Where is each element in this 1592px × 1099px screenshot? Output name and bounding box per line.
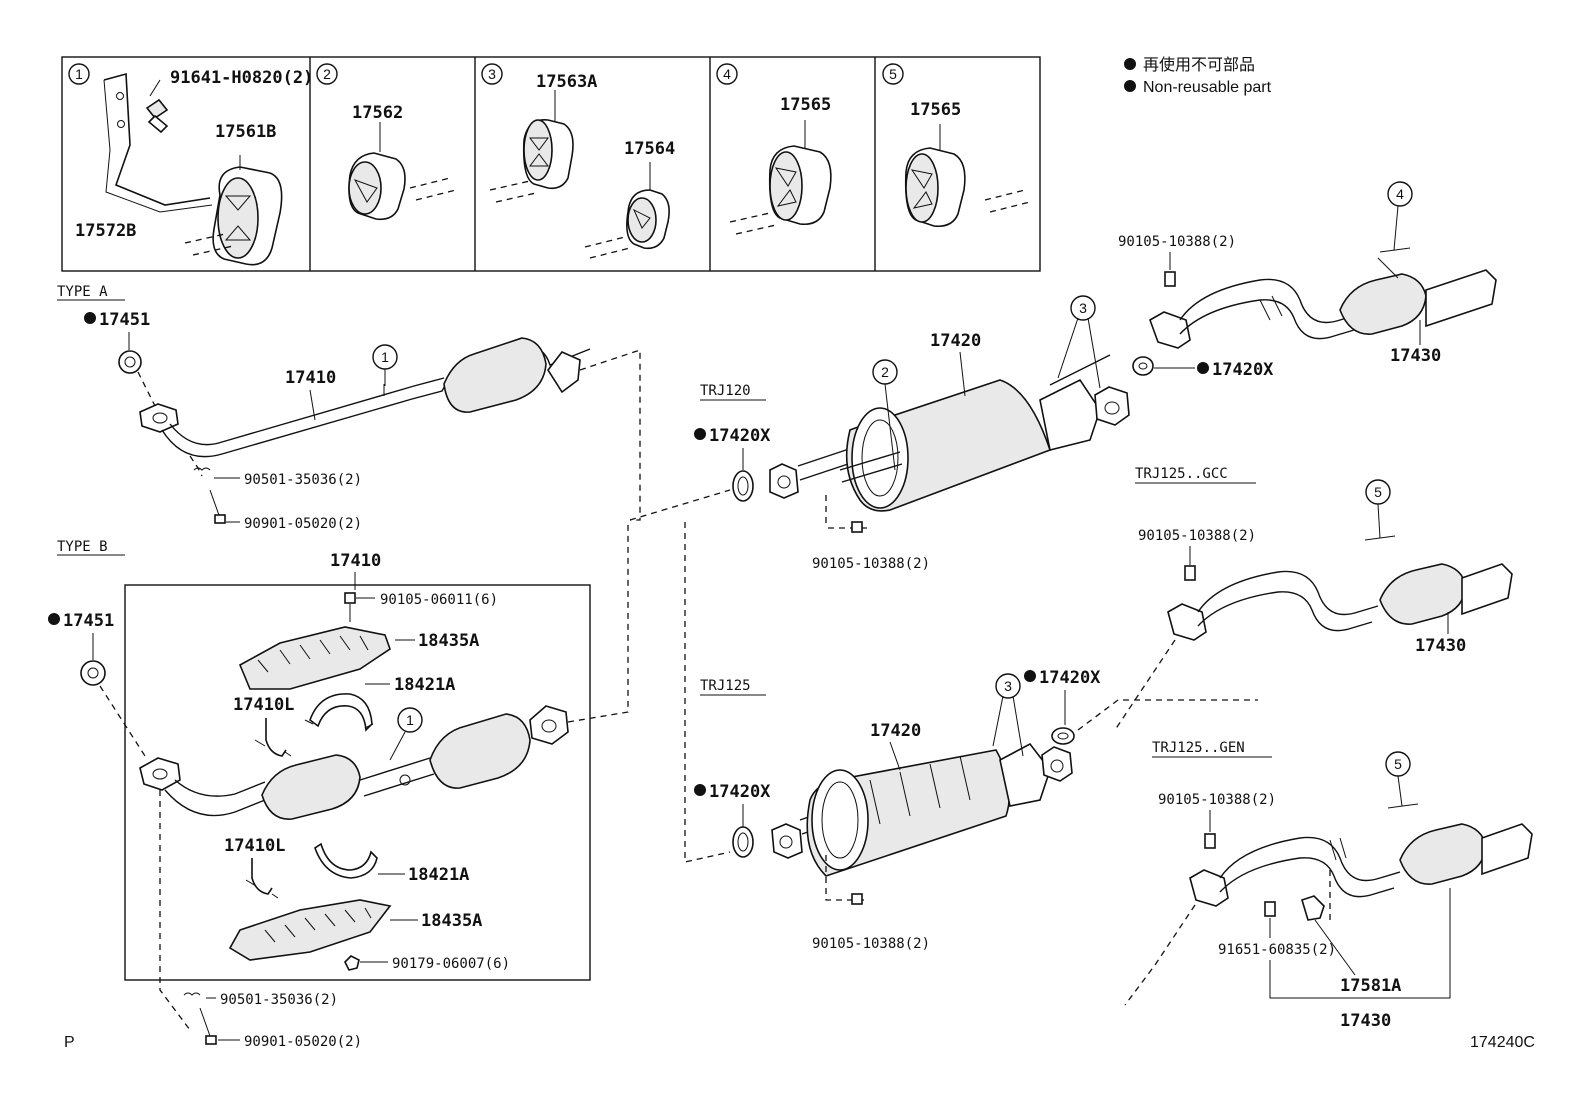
inset-panel-1: 1 91641-H0820(2) 17561B 17572B (68, 63, 313, 266)
part-label-17581a: 17581A (1340, 976, 1401, 996)
type-b-frame (124, 584, 591, 981)
section-heading: TYPE A (57, 284, 108, 300)
non-reusable-dot-icon (84, 312, 96, 324)
part-label-17410: 17410 (330, 551, 381, 571)
part-label: 17564 (624, 139, 675, 159)
tailpipe-trj125-gen: TRJ125..GEN 90105-10388(2) 5 91651-60835… (1124, 740, 1533, 1031)
part-label-90501: 90501-35036(2) (220, 992, 338, 1008)
callout-number: 4 (1396, 186, 1404, 202)
part-label-90105: 90105-06011(6) (380, 592, 498, 608)
section-heading: TRJ120 (700, 383, 751, 399)
part-label-17420x: 17420X (1039, 668, 1101, 688)
part-label-17430: 17430 (1390, 346, 1441, 366)
legend: 再使用不可部品 Non-reusable part (1124, 56, 1272, 96)
part-label-17410l: 17410L (224, 836, 285, 856)
non-reusable-dot-icon (1197, 362, 1209, 374)
part-label-17410: 17410 (285, 368, 336, 388)
panel-number: 1 (75, 66, 83, 82)
footer-left-code: P (64, 1034, 75, 1051)
part-label: 17565 (910, 100, 961, 120)
part-label-17430: 17430 (1340, 1011, 1391, 1031)
section-heading: TYPE B (57, 539, 108, 555)
panel-number: 5 (889, 66, 897, 82)
part-label: 17562 (352, 103, 403, 123)
section-heading: TRJ125 (700, 678, 751, 694)
part-label-90501: 90501-35036(2) (244, 472, 362, 488)
callout-number: 5 (1394, 756, 1402, 772)
trj125-section: TRJ125 17420X 17420 3 17420X 90105-10388… (694, 668, 1258, 952)
trj120-section: TRJ120 17420X 17420 2 3 17420X (629, 295, 1274, 863)
inset-panels: 1 91641-H0820(2) 17561B 17572B 2 (61, 56, 1041, 272)
non-reusable-dot-icon (1124, 58, 1136, 70)
non-reusable-dot-icon (1124, 80, 1136, 92)
callout-number: 3 (1004, 678, 1012, 694)
part-label: 91641-H0820(2) (170, 68, 313, 88)
inset-panel-5: 5 17565 (882, 63, 1031, 228)
part-label-18435a: 18435A (418, 631, 479, 651)
non-reusable-dot-icon (694, 784, 706, 796)
non-reusable-dot-icon (694, 428, 706, 440)
part-label-17420: 17420 (930, 331, 981, 351)
part-label: 17561B (215, 122, 276, 142)
callout-number: 3 (1079, 300, 1087, 316)
inset-panel-2: 2 17562 (316, 63, 457, 221)
footer-figure-code: 174240C (1470, 1034, 1535, 1051)
part-label-18421a: 18421A (408, 865, 469, 885)
callout-number: 2 (881, 364, 889, 380)
part-label-17420x: 17420X (709, 782, 771, 802)
section-heading: TRJ125..GCC (1135, 466, 1228, 482)
part-label-90901: 90901-05020(2) (244, 1034, 362, 1050)
part-label: 17572B (75, 221, 136, 241)
part-label-90901: 90901-05020(2) (244, 516, 362, 532)
part-label-17410l: 17410L (233, 695, 294, 715)
inset-frame (61, 56, 1041, 272)
part-label: 17563A (536, 72, 597, 92)
callout-number: 5 (1374, 484, 1382, 500)
legend-jp: 再使用不可部品 (1143, 56, 1255, 74)
part-label-91651: 91651-60835(2) (1218, 942, 1336, 958)
inset-panel-3: 3 17563A 17564 (481, 63, 675, 259)
callout-number: 1 (381, 349, 389, 365)
part-label-90105: 90105-10388(2) (812, 556, 930, 572)
part-label-17451: 17451 (63, 611, 114, 631)
tailpipe-trj125-gcc: TRJ125..GCC 90105-10388(2) 5 17430 (1114, 466, 1513, 731)
part-label-18435a: 18435A (421, 911, 482, 931)
section-heading: TRJ125..GEN (1152, 740, 1245, 756)
tailpipe-trj120: 90105-10388(2) 4 17430 (1118, 181, 1497, 366)
part-label-90105: 90105-10388(2) (1138, 528, 1256, 544)
panel-number: 4 (723, 66, 731, 82)
panel-number: 2 (323, 66, 331, 82)
part-label-17451: 17451 (99, 310, 150, 330)
type-a-section: TYPE A 17451 1 17410 90501-35036(2) 9090… (57, 284, 641, 532)
part-label: 17565 (780, 95, 831, 115)
part-label-90105: 90105-10388(2) (1118, 234, 1236, 250)
part-label-18421a: 18421A (394, 675, 455, 695)
part-label-17420x: 17420X (1212, 360, 1274, 380)
legend-en: Non-reusable part (1143, 79, 1272, 96)
inset-panel-4: 4 17565 (716, 63, 832, 235)
part-label-17430: 17430 (1415, 636, 1466, 656)
panel-number: 3 (488, 66, 496, 82)
callout-number: 1 (406, 712, 414, 728)
part-label-17420x: 17420X (709, 426, 771, 446)
part-label-17420: 17420 (870, 721, 921, 741)
part-label-90179: 90179-06007(6) (392, 956, 510, 972)
part-label-90105: 90105-10388(2) (812, 936, 930, 952)
non-reusable-dot-icon (1024, 670, 1036, 682)
part-label-90105: 90105-10388(2) (1158, 792, 1276, 808)
non-reusable-dot-icon (48, 613, 60, 625)
type-b-section: TYPE B 17410 90105-06011(6) 18435A 17451… (48, 522, 629, 1050)
